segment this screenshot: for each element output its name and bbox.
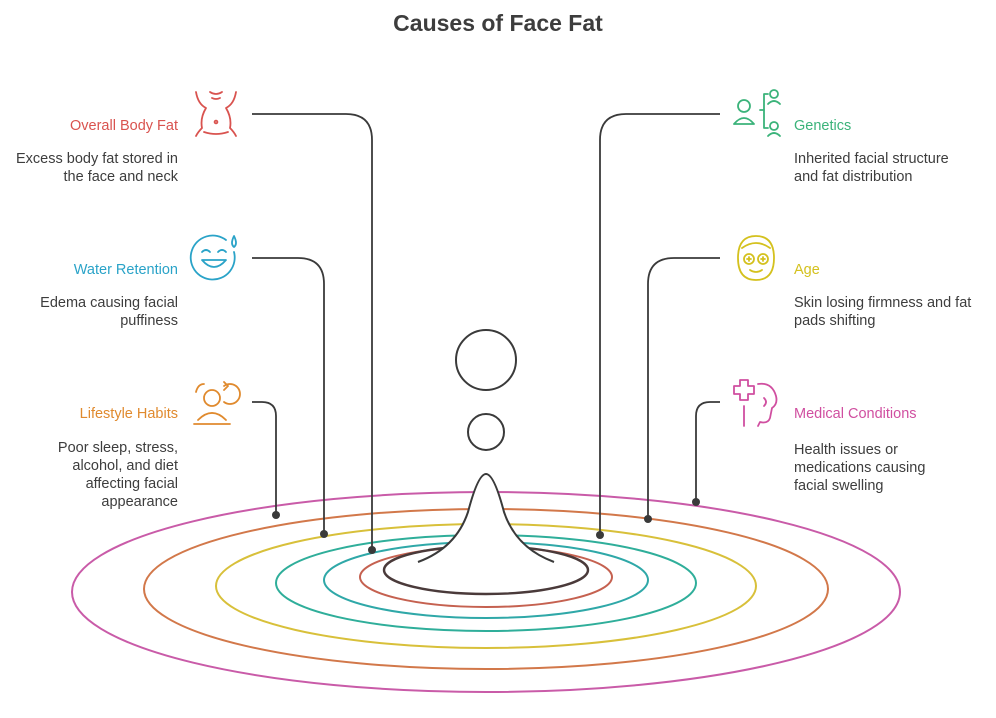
connector-lifestyle-habits xyxy=(252,401,277,515)
face-mask-icon xyxy=(737,235,775,281)
cause-desc-lifestyle-habits: Poor sleep, stress, alcohol, and diet af… xyxy=(57,440,178,510)
cause-desc-water-retention: Edema causing facial puffiness xyxy=(40,295,178,329)
connector-dot-overall-body-fat xyxy=(368,546,376,554)
drop-circle-small xyxy=(467,413,505,451)
cause-label-water-retention: Water Retention xyxy=(73,262,178,278)
cause-label-medical-conditions: Medical Conditions xyxy=(794,406,917,422)
cause-label-genetics: Genetics xyxy=(794,118,852,134)
cause-desc-medical-conditions: Health issues or medications causing fac… xyxy=(794,442,926,494)
connector-lines xyxy=(252,113,720,554)
connector-dot-lifestyle-habits xyxy=(272,511,280,519)
sweating-face-icon xyxy=(189,234,237,281)
connector-dot-age xyxy=(644,515,652,523)
connector-dot-water-retention xyxy=(320,530,328,538)
cause-desc-overall-body-fat: Excess body fat stored in the face and n… xyxy=(16,151,178,185)
person-cycle-icon xyxy=(193,381,241,425)
connector-overall-body-fat xyxy=(252,113,373,550)
body-silhouette-icon xyxy=(195,91,237,137)
drop-splash xyxy=(417,472,555,563)
medical-head-icon xyxy=(733,379,778,427)
water-drop xyxy=(417,329,555,563)
cause-label-overall-body-fat: Overall Body Fat xyxy=(70,118,178,134)
connector-medical-conditions xyxy=(695,401,720,502)
cause-desc-age: Skin losing firmness and fat pads shifti… xyxy=(794,295,972,329)
connector-age xyxy=(647,257,720,519)
connector-dot-genetics xyxy=(596,531,604,539)
connector-water-retention xyxy=(252,257,325,534)
cause-icons xyxy=(189,89,781,427)
cause-desc-genetics: Inherited facial structure and fat distr… xyxy=(794,151,949,185)
cause-label-age: Age xyxy=(794,262,820,278)
diagram-title: Causes of Face Fat xyxy=(393,10,603,36)
drop-circle-large xyxy=(455,329,517,391)
connector-genetics xyxy=(599,113,720,535)
connector-dot-medical-conditions xyxy=(692,498,700,506)
cause-label-lifestyle-habits: Lifestyle Habits xyxy=(79,406,178,422)
family-tree-icon xyxy=(733,89,781,137)
